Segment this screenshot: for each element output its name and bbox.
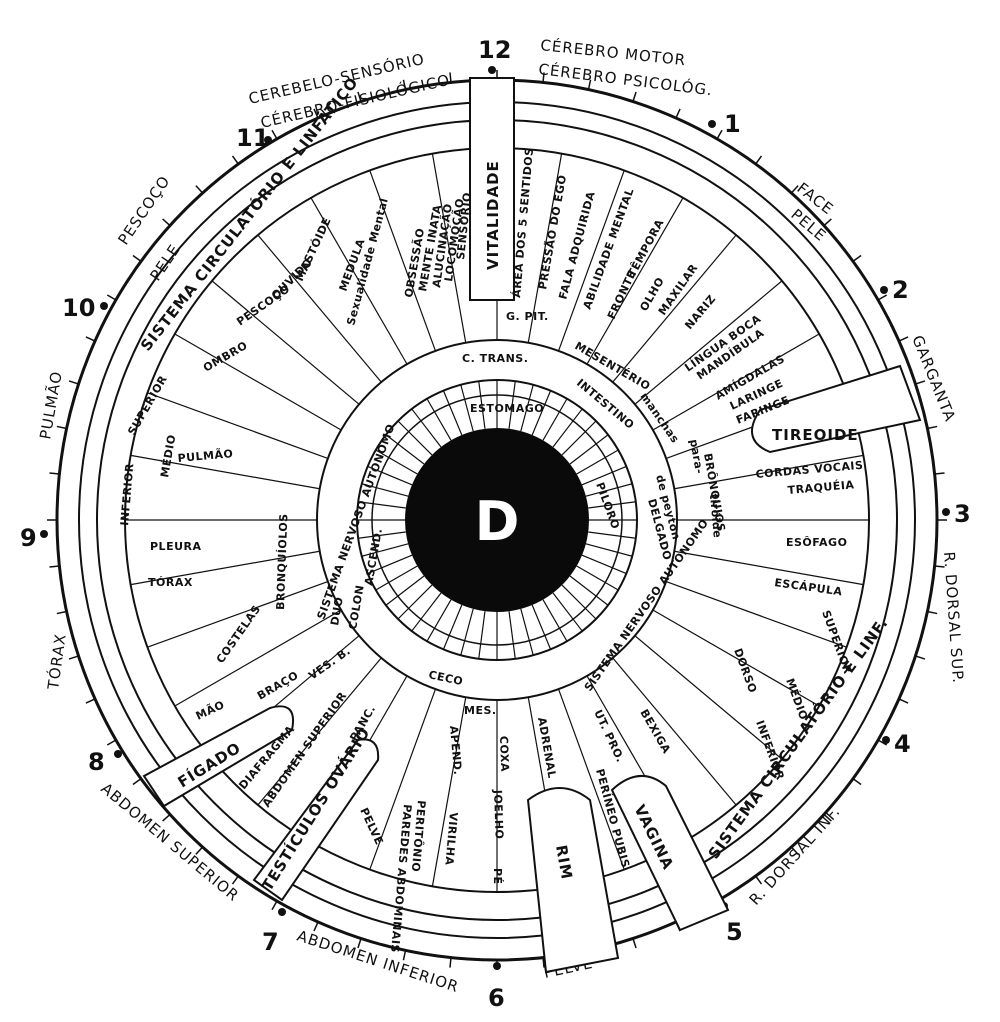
- ring-label: para-: [687, 438, 706, 475]
- clock-number-8: 8: [88, 748, 105, 776]
- clock-number-11: 11: [236, 124, 269, 152]
- label-pulmao: PULMÃO: [35, 369, 66, 440]
- tab-rim: RIM: [526, 787, 620, 974]
- tab-vagina: VAGINA: [610, 774, 730, 932]
- label-cerebro-psicolog: CÉREBRO PSICOLÓG.: [538, 59, 714, 99]
- ring-label: CECO: [427, 668, 464, 688]
- zone-label: JOELHO: [491, 789, 506, 840]
- pupil-label: D: [475, 490, 520, 553]
- ring-label: ASCEND.: [362, 527, 385, 586]
- zone-label: OMBRO: [201, 339, 250, 375]
- ring-label: INTESTINO: [574, 376, 637, 432]
- zone-label: INFERIOR: [118, 463, 136, 527]
- clock-number-3: 3: [954, 500, 971, 528]
- tab-tireoide-label: TIREOIDE: [772, 426, 859, 444]
- zone-label: BRONQUÍOLOS: [274, 513, 290, 610]
- zone-label: PÉ: [491, 868, 504, 885]
- ring-label: COLON: [346, 584, 367, 631]
- zone-label: MES.: [464, 704, 497, 717]
- clock-number-2: 2: [892, 276, 909, 304]
- zone-label: APEND.: [447, 725, 464, 776]
- label-torax: TÓRAX: [43, 632, 70, 691]
- zone-label: PAREDES ABDOMINAIS: [388, 804, 414, 954]
- ring-label: DUO: [328, 596, 346, 627]
- zone-label: MÃO: [194, 698, 227, 723]
- zone-label: DORSO: [731, 647, 759, 695]
- stomach-spokes: [357, 380, 637, 660]
- zone-label: SUPERIOR: [125, 373, 170, 437]
- label-abdomen-inferior: ABDOMEN INFERIOR: [295, 927, 461, 996]
- tab-vitalidade-label: VITALIDADE: [484, 160, 502, 270]
- pupil: [405, 428, 589, 612]
- zone-label: COXA: [497, 736, 511, 772]
- zone-label: MÉDIO: [158, 433, 178, 478]
- zone-label: VIRILHA: [442, 812, 460, 866]
- clock-number-4: 4: [894, 730, 911, 758]
- zone-label: PERITÔNIO: [409, 800, 428, 873]
- zone-label: PLEURA: [150, 540, 202, 553]
- clock-number-9: 9: [20, 524, 37, 552]
- clock-number-6: 6: [488, 984, 505, 1012]
- clock-number-12: 12: [478, 36, 511, 64]
- label-pescoco: PESCOÇO: [114, 172, 173, 248]
- clock-number-7: 7: [262, 928, 279, 956]
- zone-label: NARIZ: [682, 292, 718, 332]
- zone-label: TÓRAX: [148, 576, 193, 589]
- zone-label: PULMÃO: [177, 447, 234, 465]
- tab-rim-label: RIM: [552, 844, 576, 882]
- clock-numbers: 12 1 2 3 4 5 6 7 8 9 10 11: [20, 36, 971, 1012]
- tab-vitalidade: VITALIDADE: [469, 77, 515, 301]
- zone-label: G. PIT.: [506, 310, 549, 323]
- ring-label: C. TRANS.: [462, 352, 528, 365]
- zone-label: ESÔFAGO: [786, 536, 847, 549]
- zone-label: MÉDIO: [783, 677, 810, 722]
- zone-label: ADRENAL: [535, 716, 559, 779]
- zone-label: MASTÓIDE: [293, 215, 334, 283]
- zone-label: COSTELAS: [214, 603, 264, 666]
- ring-label: ESTOMAGO: [470, 402, 544, 415]
- zone-label: TRAQUÉIA: [787, 478, 855, 497]
- clock-number-5: 5: [726, 918, 743, 946]
- clock-number-1: 1: [724, 110, 741, 138]
- label-r-dorsal-sup: R. DORSAL SUP.: [940, 551, 967, 684]
- zone-label: PELVE: [357, 806, 386, 847]
- zone-label: CORDAS VOCAIS: [755, 459, 864, 481]
- ring-label: tiróide: [707, 493, 724, 539]
- zone-label: VES. B.: [306, 644, 353, 682]
- zone-label: TÊMPORA: [625, 217, 666, 280]
- clock-number-10: 10: [62, 294, 95, 322]
- outer-ticks: [47, 70, 947, 970]
- tab-tireoide: TIREOIDE: [751, 364, 922, 454]
- zone-label: BEXIGA: [637, 707, 673, 756]
- label-r-dorsal-inf: R. DORSAL INF.: [746, 802, 844, 908]
- ring-label: SISTEMA NERVOSO AUTONOMO: [582, 517, 711, 694]
- zone-label: BRAÇO: [255, 669, 301, 703]
